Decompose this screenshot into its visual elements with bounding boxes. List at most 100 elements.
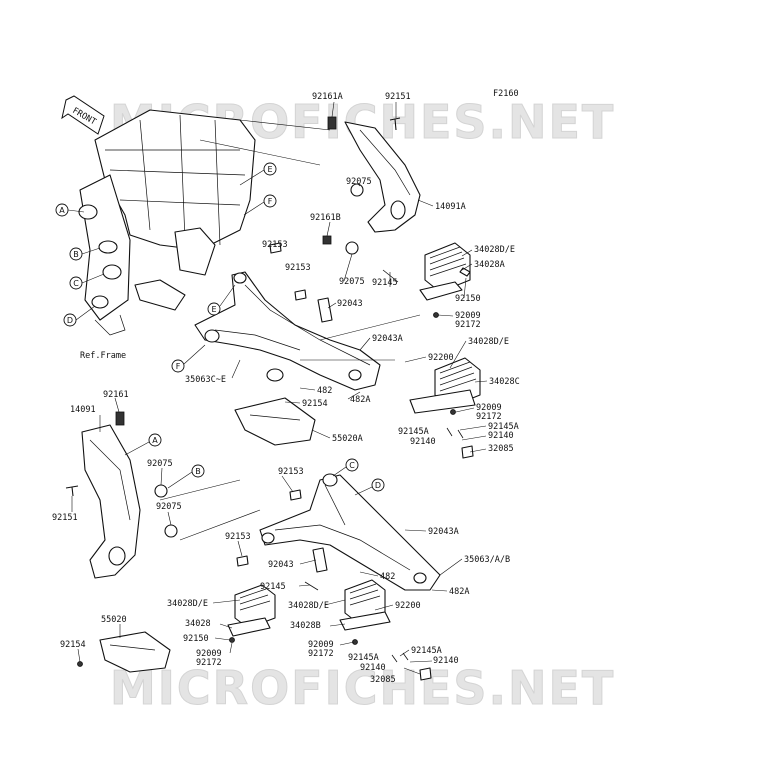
svg-text:34028A: 34028A <box>474 260 505 270</box>
svg-text:92009: 92009 <box>308 640 334 650</box>
svg-text:92043: 92043 <box>337 299 363 309</box>
svg-text:14091A: 14091A <box>435 202 466 212</box>
part-labels: 92161A 92151 92075 92161B 14091A 92153 3… <box>52 92 520 685</box>
svg-text:92075: 92075 <box>147 459 173 469</box>
part-92151-bolt <box>389 117 401 131</box>
svg-text:92153: 92153 <box>225 532 251 542</box>
svg-text:34028D/E: 34028D/E <box>474 245 515 255</box>
svg-text:35063C~E: 35063C~E <box>185 375 226 385</box>
svg-text:B: B <box>195 467 201 476</box>
svg-text:92200: 92200 <box>395 601 421 611</box>
svg-text:34028D/E: 34028D/E <box>288 601 329 611</box>
bolt-92153-lower-a <box>289 489 302 501</box>
footpeg-34028-lower-left <box>227 584 276 637</box>
part-92145a-upper <box>446 427 464 439</box>
svg-text:55020: 55020 <box>101 615 127 625</box>
svg-text:92161A: 92161A <box>312 92 343 102</box>
svg-text:92161B: 92161B <box>310 213 341 223</box>
svg-text:92172: 92172 <box>476 412 502 422</box>
svg-text:92009: 92009 <box>196 649 222 659</box>
svg-text:92172: 92172 <box>455 320 481 330</box>
svg-text:F: F <box>176 362 181 371</box>
svg-text:34028B: 34028B <box>290 621 321 631</box>
callout-c-frame: C <box>69 276 83 290</box>
guard-55020 <box>99 631 171 673</box>
svg-text:35063/A/B: 35063/A/B <box>464 555 510 565</box>
part-92075-lower <box>345 241 359 255</box>
svg-text:482: 482 <box>317 386 332 396</box>
callout-f-bracket: F <box>171 359 185 373</box>
part-92145a-lower <box>391 652 409 663</box>
bolt-92151-lower <box>65 485 79 497</box>
svg-text:C: C <box>349 461 355 470</box>
svg-text:92075: 92075 <box>156 502 182 512</box>
svg-text:92154: 92154 <box>302 399 328 409</box>
bolt-92154-lower <box>77 661 83 667</box>
svg-text:92145: 92145 <box>260 582 286 592</box>
svg-text:E: E <box>211 305 216 314</box>
svg-text:92161: 92161 <box>103 390 129 400</box>
svg-text:34028: 34028 <box>185 619 211 629</box>
svg-text:C: C <box>73 279 79 288</box>
svg-text:92145A: 92145A <box>348 653 379 663</box>
guard-55020a <box>234 397 316 446</box>
svg-text:92153: 92153 <box>285 263 311 273</box>
svg-text:92154: 92154 <box>60 640 86 650</box>
svg-text:92043: 92043 <box>268 560 294 570</box>
pin-92043-upper <box>317 297 333 323</box>
svg-text:92009: 92009 <box>455 311 481 321</box>
svg-text:92200: 92200 <box>428 353 454 363</box>
callout-a-lower: A <box>148 433 162 447</box>
svg-text:A: A <box>152 436 158 445</box>
part-92009-lower <box>352 639 358 645</box>
svg-text:92145: 92145 <box>372 278 398 288</box>
bolt-92153-lower-b <box>236 555 249 567</box>
callout-f-frame: F <box>263 194 277 208</box>
bolt-92153-upper-a <box>269 242 282 254</box>
svg-text:92150: 92150 <box>455 294 481 304</box>
svg-text:A: A <box>59 206 65 215</box>
callout-d-frame: D <box>63 313 77 327</box>
svg-text:92172: 92172 <box>308 649 334 659</box>
svg-text:92172: 92172 <box>196 658 222 668</box>
diagram-code: F2160 <box>493 89 519 99</box>
svg-text:92151: 92151 <box>385 92 411 102</box>
footpeg-34028c-upper <box>409 357 481 414</box>
callout-d-lower: D <box>371 478 385 492</box>
svg-text:92145A: 92145A <box>411 646 442 656</box>
part-92075-b <box>164 524 178 538</box>
part-32085-upper <box>461 445 474 459</box>
svg-text:B: B <box>73 250 79 259</box>
svg-text:92140: 92140 <box>410 437 436 447</box>
front-arrow-icon: FRONT <box>61 95 105 135</box>
callout-e-bracket: E <box>207 302 221 316</box>
footpeg-34028b-lower-right <box>339 579 391 631</box>
svg-text:482A: 482A <box>449 587 469 597</box>
svg-text:92043A: 92043A <box>372 334 403 344</box>
bracket-14091 <box>81 424 141 579</box>
svg-text:92140: 92140 <box>488 431 514 441</box>
svg-text:92043A: 92043A <box>428 527 459 537</box>
svg-text:92145A: 92145A <box>398 427 429 437</box>
part-92009-upper <box>433 312 439 318</box>
svg-text:482A: 482A <box>350 395 370 405</box>
part-92161 <box>115 411 125 426</box>
svg-text:92075: 92075 <box>339 277 365 287</box>
label-leaders <box>71 101 488 675</box>
watermark-bottom: MICROFICHES.NET <box>110 661 615 715</box>
callout-b-frame: B <box>69 247 83 261</box>
svg-text:92140: 92140 <box>360 663 386 673</box>
bracket-35063c-e <box>194 271 381 391</box>
bracket-14091a <box>344 121 421 233</box>
bracket-35063-a-b <box>259 473 441 591</box>
spring-92145-upper <box>382 269 399 283</box>
svg-text:92150: 92150 <box>183 634 209 644</box>
svg-text:55020A: 55020A <box>332 434 363 444</box>
svg-text:92153: 92153 <box>278 467 304 477</box>
part-32085-lower <box>419 667 432 681</box>
callout-e-frame: E <box>263 162 277 176</box>
svg-text:34028C: 34028C <box>489 377 520 387</box>
frame-drawing <box>78 109 256 336</box>
